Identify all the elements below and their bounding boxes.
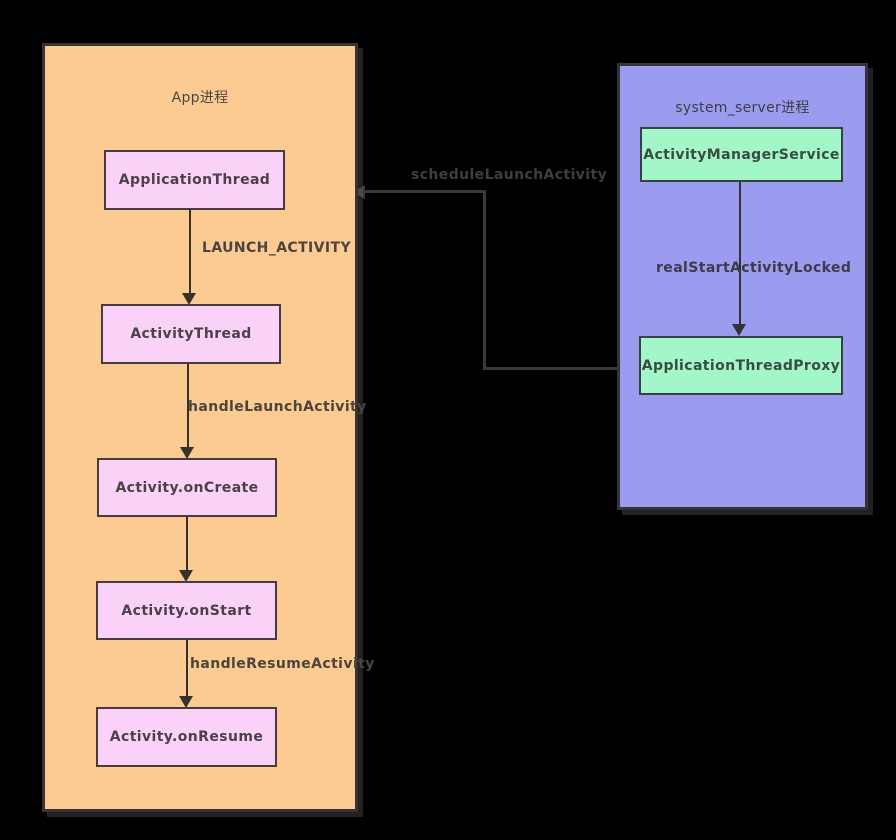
edge-line-oncreate-onstart [186, 517, 188, 572]
arrowhead-icon [179, 696, 193, 708]
cross-connector-segment-top [364, 190, 485, 193]
node-application-thread-proxy: ApplicationThreadProxy [639, 336, 843, 395]
edge-line-real-start-activity-locked [739, 182, 741, 326]
node-activity-onresume: Activity.onResume [96, 707, 277, 767]
edge-line-handle-launch-activity [187, 364, 189, 450]
process-system-server-title: system_server进程 [675, 100, 810, 116]
node-activity-manager-service: ActivityManagerService [640, 127, 843, 182]
node-activity-onstart: Activity.onStart [96, 581, 277, 640]
node-activity-oncreate: Activity.onCreate [97, 458, 277, 517]
edge-line-handle-resume-activity [186, 640, 188, 697]
edge-label-handle-launch-activity: handleLaunchActivity [188, 399, 367, 415]
arrowhead-icon [179, 570, 193, 582]
cross-edge-label: scheduleLaunchActivity [411, 167, 608, 183]
process-app-title: App进程 [171, 90, 229, 106]
arrowhead-icon [182, 293, 196, 305]
edge-line-launch-activity [189, 210, 191, 296]
edge-label-real-start-activity-locked: realStartActivityLocked [656, 260, 852, 276]
node-activity-thread: ActivityThread [101, 304, 281, 364]
arrowhead-icon [732, 324, 746, 336]
cross-connector-segment-bottom [483, 367, 619, 370]
edge-label-handle-resume-activity: handleResumeActivity [190, 656, 375, 672]
node-application-thread: ApplicationThread [104, 150, 285, 210]
arrowhead-icon [180, 447, 194, 459]
cross-connector-segment-vertical [483, 190, 486, 370]
edge-label-launch-activity: LAUNCH_ACTIVITY [202, 240, 352, 256]
process-container-app: App进程 [42, 43, 358, 812]
